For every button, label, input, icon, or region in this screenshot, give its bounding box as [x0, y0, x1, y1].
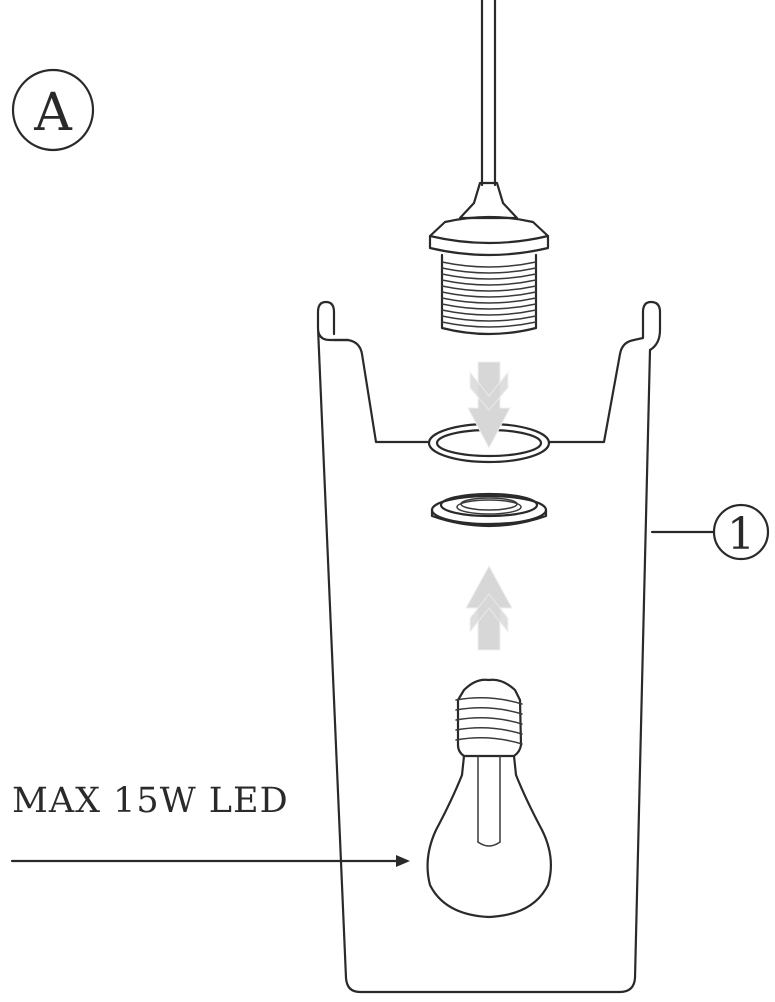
lamp-socket: [428, 181, 550, 336]
light-bulb: [426, 678, 553, 919]
step-badge-letter: A: [33, 83, 73, 143]
callout-number: 1: [727, 509, 755, 560]
up-arrow: [465, 564, 513, 651]
shade-callout: 1: [650, 503, 770, 561]
bulb-wattage-label: MAX 15W LED: [12, 781, 289, 821]
power-cord: [480, 0, 497, 187]
lamp-shade: [316, 300, 662, 994]
socket-threads: [441, 261, 537, 328]
bulb-label-group: MAX 15W LED: [10, 781, 410, 867]
bulb-pointer-arrowhead: [396, 855, 410, 867]
threaded-ring: [430, 492, 548, 528]
step-badge: A: [11, 68, 95, 152]
down-arrow: [467, 361, 511, 450]
bulb-threads: [455, 697, 523, 745]
